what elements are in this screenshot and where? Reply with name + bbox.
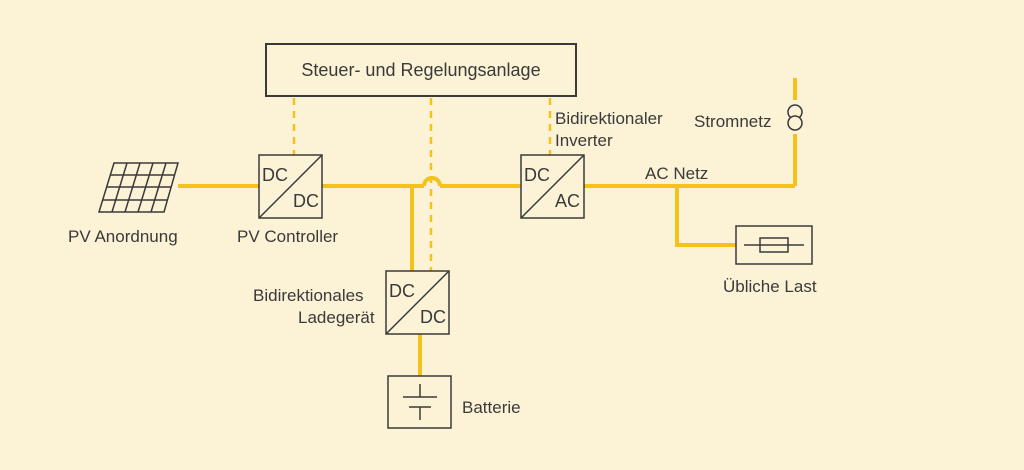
charger-diagonal	[385, 270, 450, 335]
inverter-top: DC	[524, 165, 550, 185]
ac-net-label: AC Netz	[645, 164, 709, 183]
pv-controller-top: DC	[262, 165, 288, 185]
pv-array-label: PV Anordnung	[68, 227, 178, 246]
battery-box	[387, 375, 452, 429]
inverter-diagonal	[520, 154, 585, 219]
charger-label-line1: Bidirektionales	[253, 286, 364, 305]
charger-bottom: DC	[420, 307, 446, 327]
pv-controller-label: PV Controller	[237, 227, 339, 246]
control-unit-label: Steuer- und Regelungsanlage	[301, 59, 541, 80]
fuse-symbol	[744, 237, 804, 253]
load-label: Übliche Last	[723, 277, 817, 296]
inverter-label-line2: Inverter	[555, 131, 613, 150]
charger-top: DC	[389, 281, 415, 301]
inverter-bottom: AC	[555, 191, 581, 211]
ac-to-load-line	[675, 186, 736, 247]
battery-symbol	[403, 384, 437, 420]
solar-panel-icon	[97, 162, 179, 213]
transformer-icon	[787, 104, 803, 131]
battery-label: Batterie	[462, 398, 521, 417]
grid-label: Stromnetz	[694, 112, 772, 131]
pv-controller-diagonal	[258, 154, 323, 219]
inverter-label-line1: Bidirektionaler	[555, 109, 663, 128]
charger-label-line2: Ladegerät	[298, 308, 375, 327]
pv-controller-bottom: DC	[293, 191, 319, 211]
control-unit-box: Steuer- und Regelungsanlage	[265, 43, 577, 97]
